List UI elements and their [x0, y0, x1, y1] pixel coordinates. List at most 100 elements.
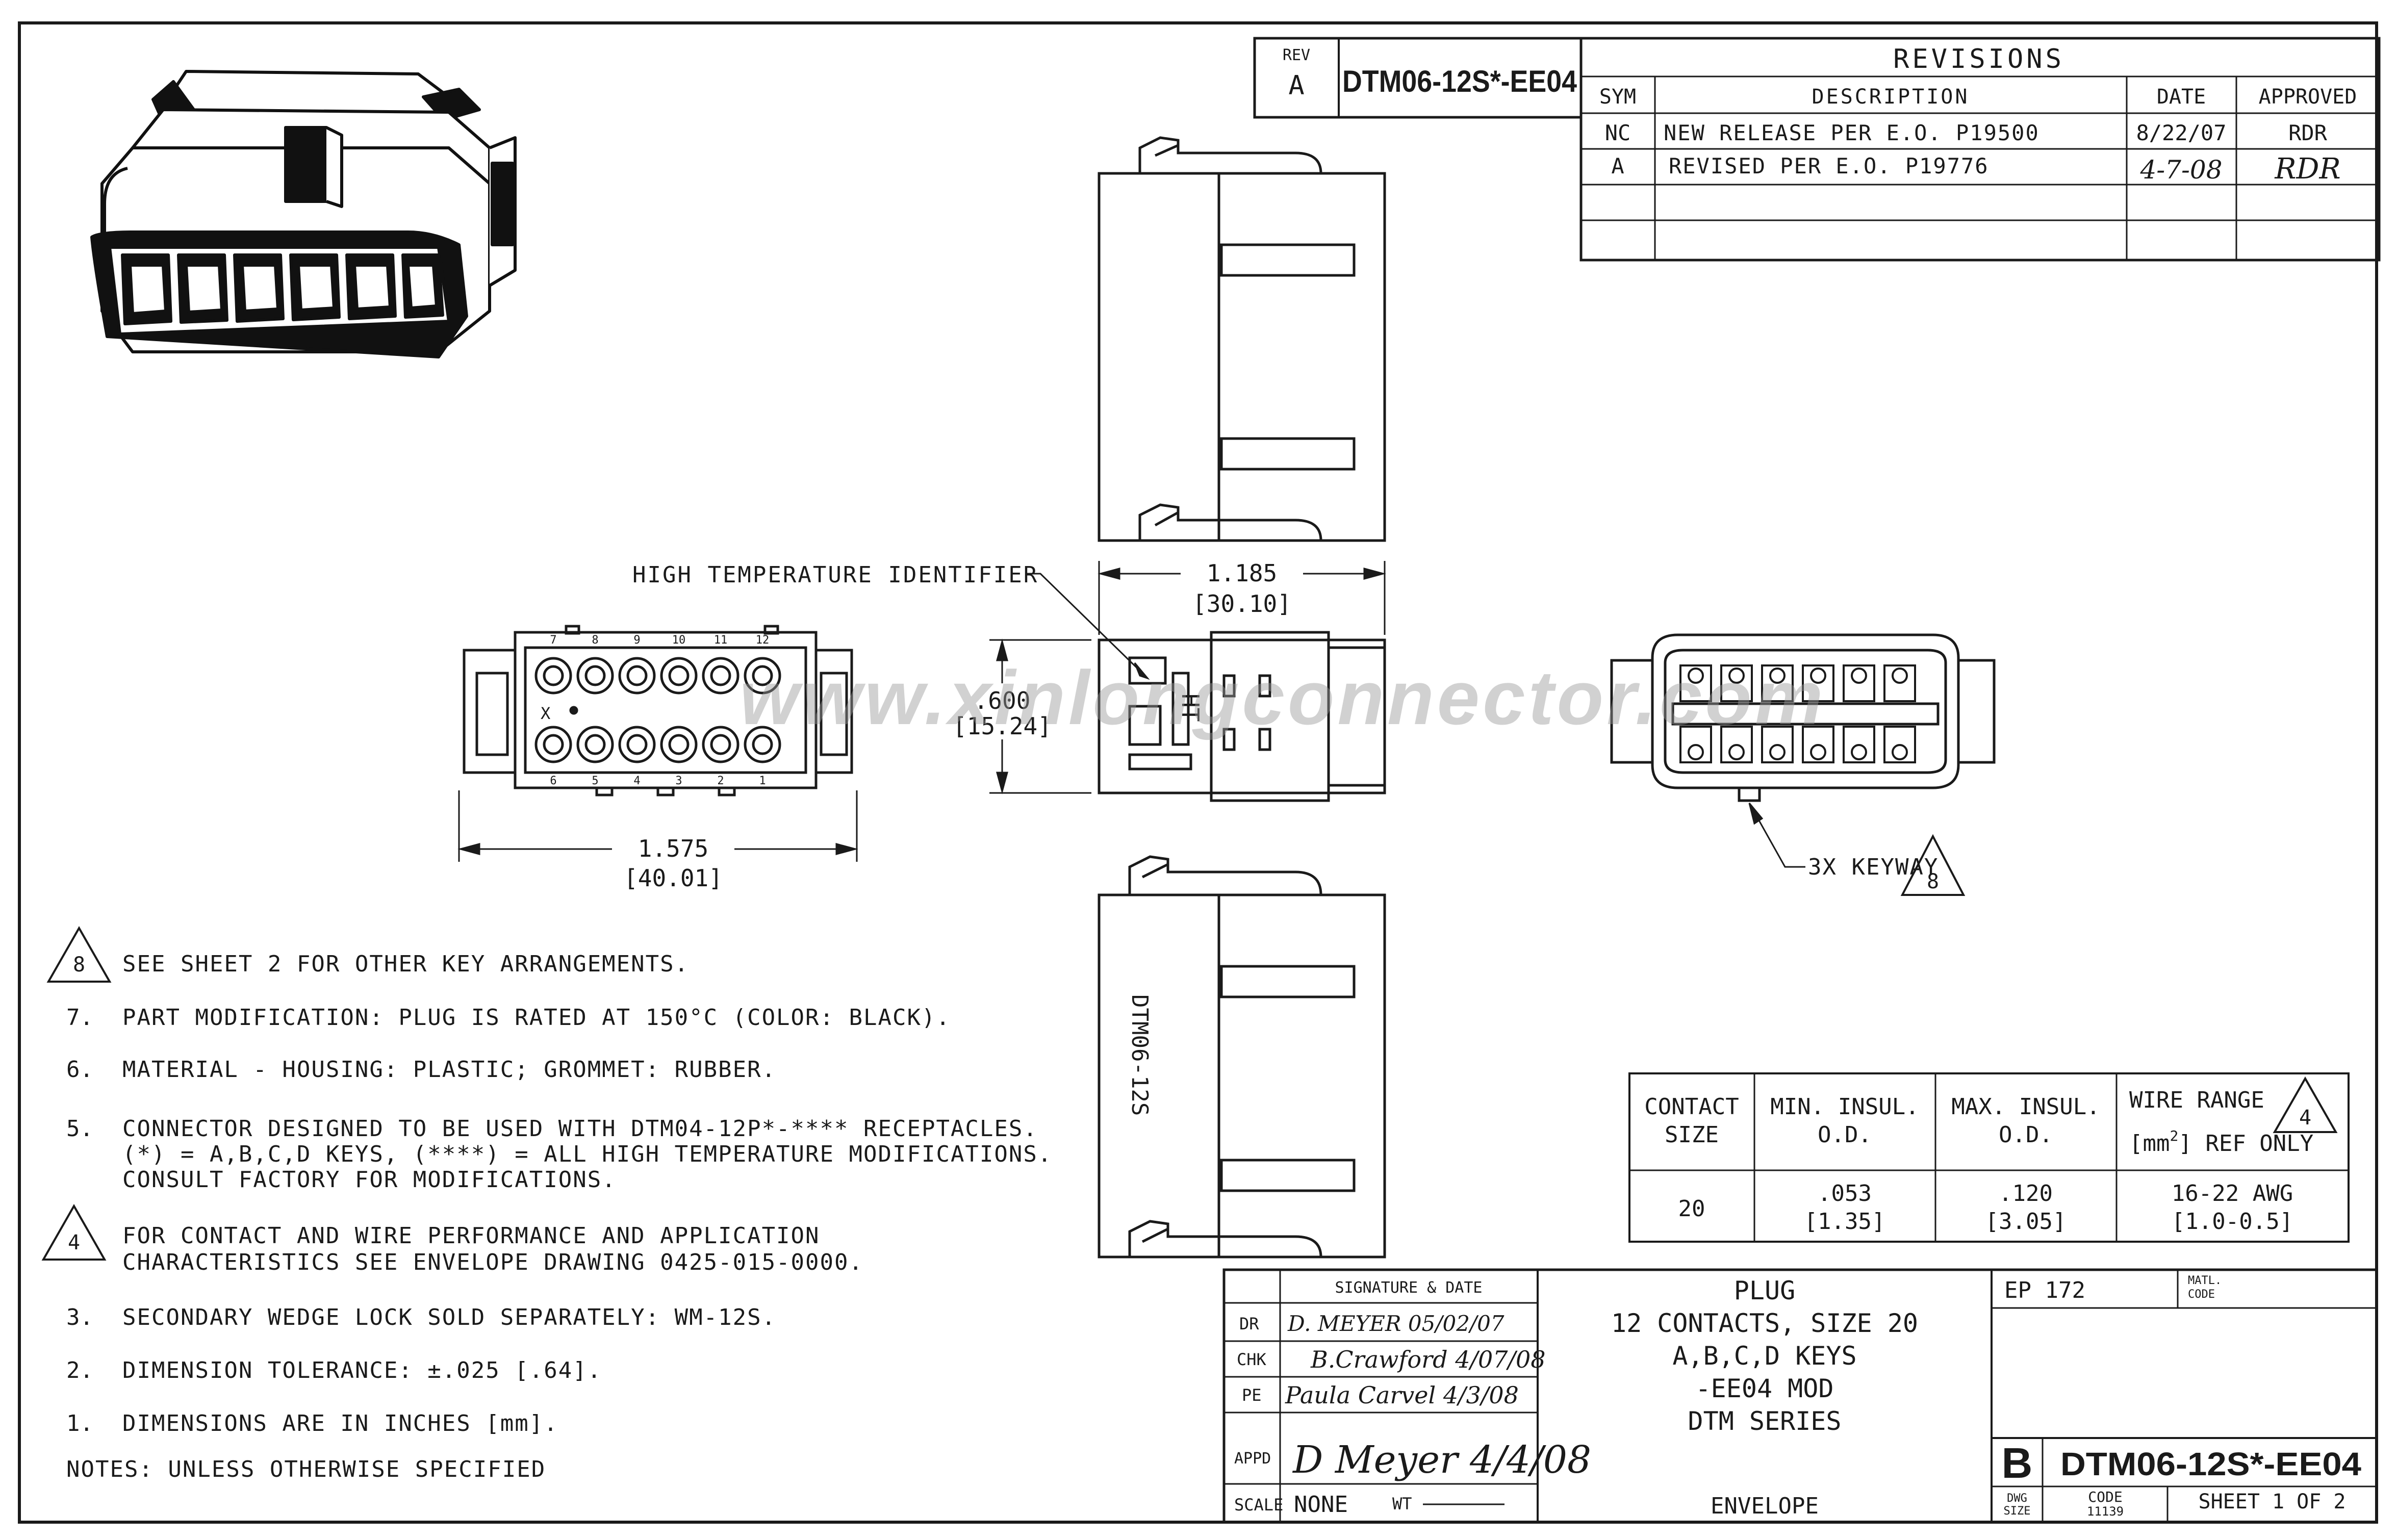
wire-cell-max: .120 [1999, 1180, 2053, 1207]
note-number: 7. [66, 1005, 93, 1031]
rev-row-approved: RDR [2288, 120, 2328, 145]
pin-number: 2 [717, 775, 724, 787]
wire-cell-range: [1.0-0.5] [2172, 1209, 2293, 1235]
note-number: 5. [66, 1116, 93, 1142]
face-x-marker: X [541, 704, 550, 723]
watermark: www.xinlongconnector.com [740, 655, 1826, 740]
rev-col-approved: APPROVED [2259, 85, 2357, 109]
front-face-view [463, 625, 853, 797]
dims-front [457, 790, 858, 862]
title-block: SIGNATURE & DATE DR D. MEYER 05/02/07 CH… [1222, 1268, 2378, 1524]
signature-row-value: Paula Carvel 4/3/08 [1285, 1381, 1519, 1409]
sheet-border [18, 21, 2378, 1524]
pin-number: 6 [550, 775, 556, 787]
notes-footer: NOTES: UNLESS OTHERWISE SPECIFIED [66, 1456, 546, 1482]
wire-header-max: MAX. INSUL. [1951, 1094, 2100, 1120]
pin-number: 1 [759, 775, 766, 787]
plug-marking-text: HT [1177, 694, 1204, 722]
signature-row-label: APPD [1234, 1450, 1271, 1468]
height-dim-in: .600 [974, 687, 1031, 714]
drawing-title-line: A,B,C,D KEYS [1672, 1341, 1856, 1371]
side-view: HT [1098, 631, 1386, 802]
note-text: CHARACTERISTICS SEE ENVELOPE DRAWING 042… [122, 1249, 863, 1275]
keyway-flag-number: 8 [1927, 870, 1939, 893]
note-number: 3. [66, 1304, 93, 1330]
note-number: 6. [66, 1057, 93, 1083]
matl-code-label: CODE [2188, 1288, 2215, 1301]
pin-number: 7 [550, 634, 556, 647]
code-value: 11139 [2087, 1504, 2124, 1519]
note-text: SEE SHEET 2 FOR OTHER KEY ARRANGEMENTS. [122, 951, 689, 977]
width-dim-mm: [30.10] [1192, 590, 1291, 618]
side-marking-text: DTM06-12S [1127, 994, 1153, 1116]
scale-wt: WT [1392, 1494, 1412, 1513]
wire-header-flag: 4 [2299, 1106, 2311, 1130]
wire-header-max: O.D. [1999, 1122, 2053, 1148]
pin-number: 11 [714, 634, 728, 647]
note-text: DIMENSION TOLERANCE: ±.025 [.64]. [122, 1357, 602, 1383]
rev-row-date: 8/22/07 [2136, 120, 2226, 145]
length-dim-mm: [40.01] [624, 864, 723, 892]
dwg-size-label: DWG [2007, 1492, 2027, 1505]
rev-col-description: DESCRIPTION [1812, 85, 1970, 109]
dims-side [989, 561, 1386, 794]
note-text: SECONDARY WEDGE LOCK SOLD SEPARATELY: WM… [122, 1304, 776, 1330]
drawing-title-line: DTM SERIES [1688, 1406, 1841, 1436]
rev-value: A [1288, 70, 1304, 101]
height-dim-mm: [15.24] [953, 712, 1052, 740]
dwg-size-label: SIZE [2004, 1505, 2031, 1518]
pin-number: 10 [672, 634, 686, 647]
signature-header: SIGNATURE & DATE [1335, 1279, 1483, 1297]
pin-number: 5 [592, 775, 598, 787]
front-face-contacts [534, 657, 781, 763]
length-dim-in: 1.575 [638, 835, 708, 862]
envelope-label: ENVELOPE [1711, 1493, 1819, 1519]
note-text: CONSULT FACTORY FOR MODIFICATIONS. [122, 1167, 617, 1193]
note-flag-number: 4 [68, 1231, 80, 1254]
note-number: 2. [66, 1357, 93, 1383]
pin-numbers: 7 8 9 10 11 12 6 5 4 3 2 1 [550, 634, 769, 787]
rev-row-sym: NC [1605, 120, 1631, 145]
signature-row-label: DR [1239, 1314, 1259, 1333]
drawing-number: DTM06-12S*-EE04 [2060, 1446, 2361, 1482]
signature-row-label: CHK [1237, 1350, 1267, 1369]
wire-header-contact: SIZE [1665, 1122, 1719, 1148]
wire-cell-min: [1.35] [1804, 1209, 1885, 1235]
wire-header-range: WIRE RANGE [2129, 1087, 2264, 1113]
pin-number: 4 [633, 775, 640, 787]
ep-number: EP 172 [2004, 1277, 2085, 1303]
drawing-size-letter: B [2002, 1439, 2033, 1487]
note-number: 1. [66, 1410, 93, 1436]
wire-header-contact: CONTACT [1644, 1094, 1739, 1120]
drawing-title-line: 12 CONTACTS, SIZE 20 [1611, 1308, 1918, 1338]
rev-row-date: 4-7-08 [2139, 155, 2222, 185]
note-text: (*) = A,B,C,D KEYS, (****) = ALL HIGH TE… [122, 1141, 1052, 1167]
pin-number: 3 [675, 775, 682, 787]
wire-header-range-units: [mm2] REF ONLY [2129, 1127, 2313, 1157]
keyway-callout: 3X KEYWAY [1808, 854, 1939, 880]
rear-view [1610, 633, 1996, 802]
note-flag-number: 8 [73, 953, 85, 977]
top-view [1098, 136, 1386, 542]
rev-col-sym: SYM [1599, 85, 1636, 109]
wire-range-table: 4 CONTACT SIZE MIN. INSUL. O.D. MAX. INS… [1628, 1072, 2350, 1243]
bottom-view: DTM06-12S [1098, 855, 1386, 1259]
drawing-title-line: -EE04 MOD [1696, 1374, 1834, 1403]
wire-header-min: MIN. INSUL. [1770, 1094, 1919, 1120]
isometric-connector [90, 70, 517, 358]
note-text: MATERIAL - HOUSING: PLASTIC; GROMMET: RU… [122, 1057, 776, 1083]
sheet-number: SHEET 1 OF 2 [2199, 1490, 2346, 1513]
code-label: CODE [2088, 1488, 2122, 1505]
wire-header-min: O.D. [1818, 1122, 1872, 1148]
revisions-title: REVISIONS [1893, 44, 2064, 74]
wire-cell-max: [3.05] [1985, 1209, 2067, 1235]
revisions-table: REVISIONS SYM DESCRIPTION DATE APPROVED … [1579, 37, 2381, 262]
pin-number: 12 [756, 634, 770, 647]
pin-number: 8 [592, 634, 598, 647]
signature-row-value: D Meyer 4/4/08 [1292, 1438, 1591, 1482]
rear-contacts [1679, 664, 1916, 763]
note-text: PART MODIFICATION: PLUG IS RATED AT 150°… [122, 1005, 951, 1031]
drawing-title-line: PLUG [1734, 1276, 1795, 1305]
rev-row-description: NEW RELEASE PER E.O. P19500 [1664, 120, 2039, 145]
